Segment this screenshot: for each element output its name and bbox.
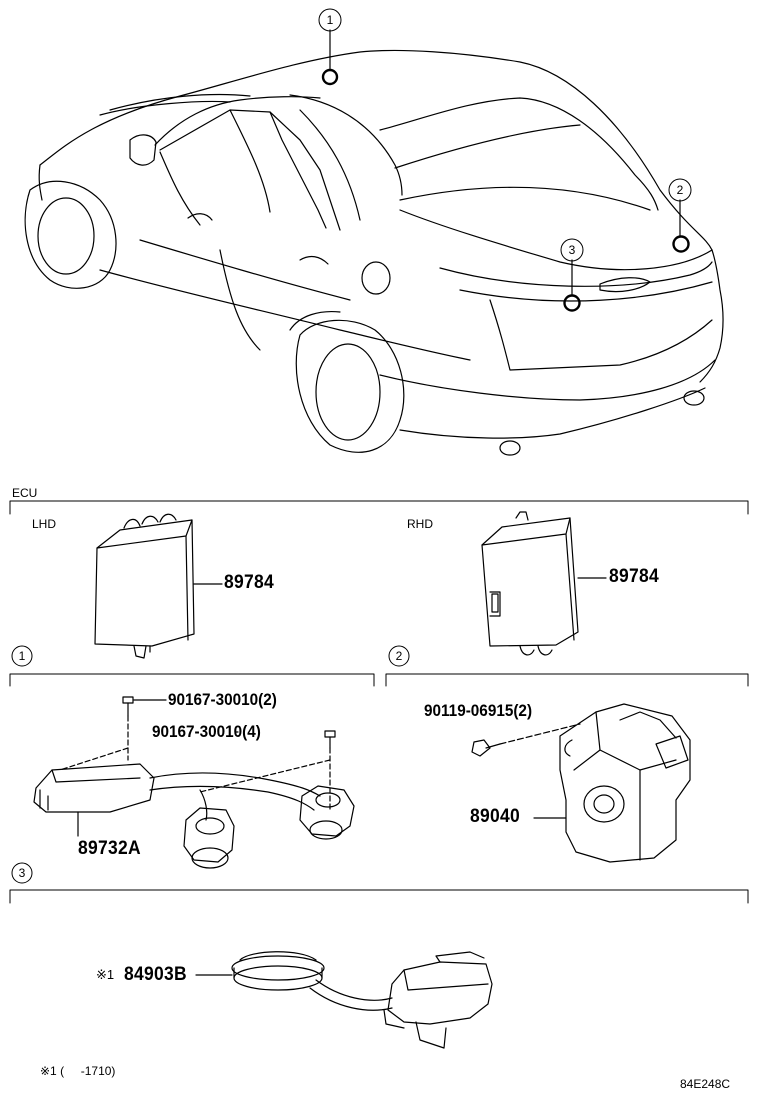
lhd-label: LHD <box>32 517 57 531</box>
part-number-bolt-s2[interactable]: 90119-06915(2) <box>424 701 533 720</box>
section-3-number: 3 <box>18 866 26 880</box>
drawing-id: 84E248C <box>680 1077 731 1091</box>
section-frames <box>9 500 749 904</box>
callout-1: 1 <box>326 13 334 27</box>
part-number-ecu-rhd[interactable]: 89784 <box>609 566 659 587</box>
part-number-ecu-lhd[interactable]: 89784 <box>224 572 274 593</box>
part-number-89732a[interactable]: 89732A <box>78 838 141 859</box>
section-2-number: 2 <box>395 649 403 663</box>
part-number-89040[interactable]: 89040 <box>470 806 520 827</box>
ecu-rhd-drawing <box>481 511 607 656</box>
part-number-84903b[interactable]: 84903B <box>124 964 187 985</box>
part-number-bolt-a[interactable]: 90167-30010(2) <box>168 690 277 709</box>
section-1-number: 1 <box>18 649 26 663</box>
callout-3: 3 <box>568 243 576 257</box>
ecu-lhd-drawing <box>94 513 223 659</box>
section-2-drawing <box>471 703 691 863</box>
ecu-section-title: ECU <box>12 486 38 500</box>
part-number-bolt-b[interactable]: 90167-30010(4) <box>152 722 261 741</box>
rhd-label: RHD <box>407 517 433 531</box>
section-3-drawing <box>195 951 493 1049</box>
callout-2: 2 <box>676 183 684 197</box>
vehicle-illustration <box>24 8 724 456</box>
note-mark: ※1 <box>96 967 115 982</box>
section-1-drawing <box>33 696 355 869</box>
footnote: ※1 ( -1710) <box>40 1064 116 1078</box>
